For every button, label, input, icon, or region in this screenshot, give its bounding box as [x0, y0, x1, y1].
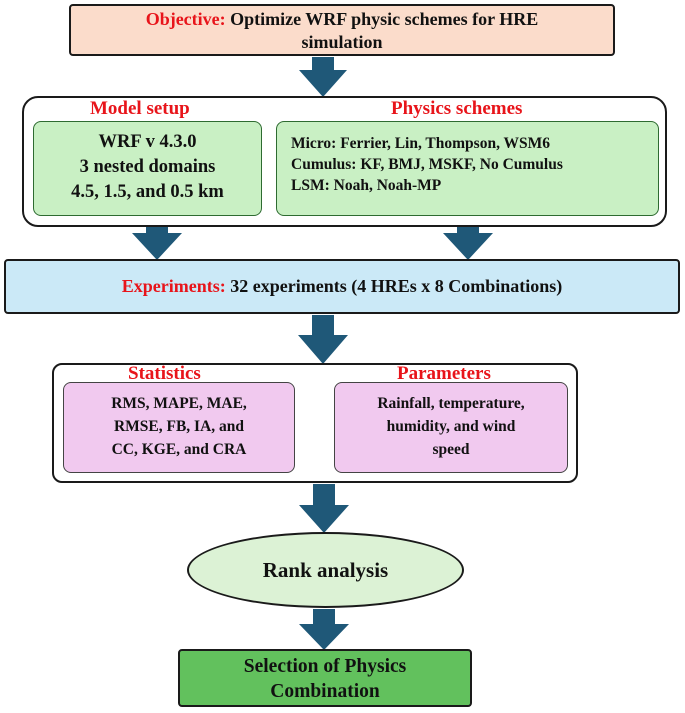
model-setup-line: WRF v 4.3.0	[98, 132, 197, 152]
arrow-stats-to-rank	[299, 484, 349, 533]
selection-line: Selection of Physics	[243, 656, 407, 677]
experiments-label: Experiments:	[121, 276, 226, 296]
statistics-line: CC, KGE, and CRA	[111, 441, 247, 458]
parameters-line: humidity, and wind	[386, 418, 516, 435]
arrow-experiments-to-stats	[298, 315, 348, 364]
model-setup-line: 3 nested domains	[79, 157, 216, 177]
model-setup-title: Model setup	[90, 98, 190, 119]
statistics-title: Statistics	[128, 363, 201, 384]
arrow-physics-to-experiments	[443, 217, 493, 260]
experiments-box: Experiments: 32 experiments (4 HREs x 8 …	[4, 259, 680, 314]
physics-schemes-title: Physics schemes	[391, 98, 523, 119]
physics-line-cumulus: Cumulus: KF, BMJ, MSKF, No Cumulus	[291, 156, 563, 173]
physics-line-lsm: LSM: Noah, Noah-MP	[291, 177, 442, 194]
physics-line-micro: Micro: Ferrier, Lin, Thompson, WSM6	[291, 135, 551, 152]
objective-box: Objective: Optimize WRF physic schemes f…	[69, 4, 615, 56]
statistics-box: RMS, MAPE, MAE, RMSE, FB, IA, and CC, KG…	[63, 382, 295, 473]
arrow-rank-to-selection	[299, 609, 349, 650]
objective-text: Optimize WRF physic schemes for HRE	[225, 9, 539, 29]
physics-schemes-box: Micro: Ferrier, Lin, Thompson, WSM6 Cumu…	[276, 121, 659, 216]
experiments-text: 32 experiments (4 HREs x 8 Combinations)	[225, 276, 563, 296]
objective-text-line2: simulation	[301, 32, 383, 52]
objective-label: Objective:	[145, 9, 226, 29]
rank-analysis-ellipse: Rank analysis	[187, 532, 464, 608]
arrow-model-to-experiments	[132, 217, 182, 260]
parameters-box: Rainfall, temperature, humidity, and win…	[334, 382, 568, 473]
rank-analysis-text: Rank analysis	[262, 558, 389, 582]
arrow-objective-to-setup	[299, 57, 347, 97]
parameters-line: Rainfall, temperature,	[377, 395, 525, 412]
parameters-title: Parameters	[397, 363, 491, 384]
model-setup-line: 4.5, 1.5, and 0.5 km	[71, 182, 224, 202]
selection-line: Combination	[270, 681, 380, 702]
selection-box: Selection of Physics Combination	[178, 649, 472, 707]
parameters-line: speed	[432, 441, 470, 458]
model-setup-box: WRF v 4.3.0 3 nested domains 4.5, 1.5, a…	[33, 121, 262, 216]
statistics-line: RMS, MAPE, MAE,	[111, 395, 247, 412]
statistics-line: RMSE, FB, IA, and	[113, 418, 245, 435]
